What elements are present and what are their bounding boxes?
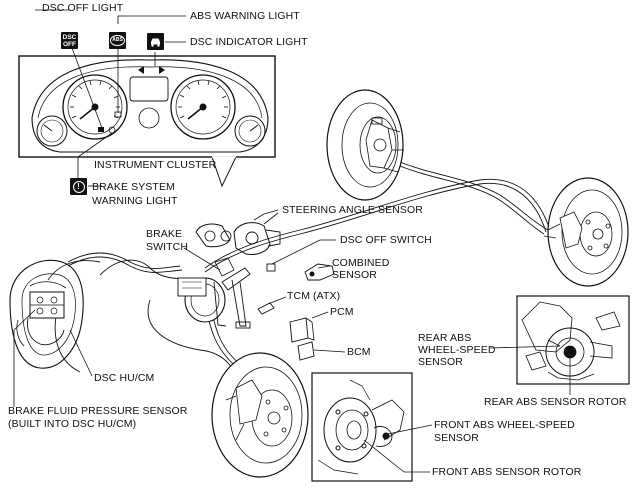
tcm-module [257, 302, 275, 315]
label-brake-switch-2: SWITCH [146, 241, 189, 253]
label-dsc-indicator-light: DSC INDICATOR LIGHT [190, 36, 308, 48]
bcm-module [297, 341, 315, 361]
label-tcm: TCM (ATX) [287, 290, 341, 302]
label-front-abs-sensor-rotor: FRONT ABS SENSOR ROTOR [432, 466, 582, 478]
pcm-module [289, 317, 315, 343]
label-front-abs-wheel-speed-sensor-1: FRONT ABS WHEEL-SPEED [434, 419, 575, 431]
label-rear-abs-wheel-speed-sensor-1: REAR ABS [418, 332, 472, 344]
label-abs-warning-light: ABS WARNING LIGHT [190, 10, 300, 22]
dsc-off-icon-text-2: OFF [63, 40, 76, 48]
label-brake-switch-1: BRAKE [146, 228, 183, 240]
label-rear-abs-wheel-speed-sensor-3: SENSOR [418, 356, 463, 368]
rear-wheel-right [543, 177, 629, 287]
label-dsc-off-light: DSC OFF LIGHT [42, 2, 124, 14]
instrument-cluster [18, 55, 276, 188]
front-abs-detail-inset [311, 372, 413, 482]
label-front-abs-wheel-speed-sensor-2: SENSOR [434, 432, 479, 444]
label-dsc-off-switch: DSC OFF SWITCH [340, 234, 432, 246]
dsc-indicator-icon [147, 33, 164, 50]
dsc-off-icon: DSC OFF [61, 32, 78, 49]
label-brake-fluid-pressure-sensor-1: BRAKE FLUID PRESSURE SENSOR [8, 405, 188, 417]
brake-system-warning-icon: ! [70, 178, 87, 195]
label-brake-system-warning-light-1: BRAKE SYSTEM [92, 181, 175, 193]
skidding-car-icon [151, 38, 160, 47]
steering-angle-sensor [195, 209, 281, 255]
label-rear-abs-wheel-speed-sensor-2: WHEEL-SPEED [418, 344, 496, 356]
label-combined-sensor-2: SENSOR [332, 269, 377, 281]
label-steering-angle-sensor: STEERING ANGLE SENSOR [282, 204, 423, 216]
rear-wheel-left [326, 89, 404, 201]
label-pcm: PCM [330, 306, 354, 318]
abs-warning-icon: ABS [109, 32, 126, 49]
label-combined-sensor-1: COMBINED [332, 257, 390, 269]
label-instrument-cluster: INSTRUMENT CLUSTER [94, 159, 217, 171]
label-rear-abs-sensor-rotor: REAR ABS SENSOR ROTOR [484, 396, 627, 408]
brake-booster [177, 257, 251, 329]
dsc-off-icon-text-1: DSC [62, 33, 77, 41]
abs-warning-icon-text: ABS [110, 35, 125, 46]
combined-sensor [304, 263, 335, 281]
dsc-off-switch [266, 263, 276, 272]
rear-abs-detail-inset [516, 295, 630, 385]
label-brake-system-warning-light-2: WARNING LIGHT [92, 195, 178, 207]
label-bcm: BCM [347, 346, 371, 358]
label-dsc-hu-cm: DSC HU/CM [94, 372, 155, 384]
label-brake-fluid-pressure-sensor-2: (BUILT INTO DSC HU/CM) [8, 418, 137, 430]
front-wheel [211, 352, 309, 478]
dsc-hu-cm [9, 259, 84, 369]
brake-warning-icon-text: ! [72, 180, 85, 193]
